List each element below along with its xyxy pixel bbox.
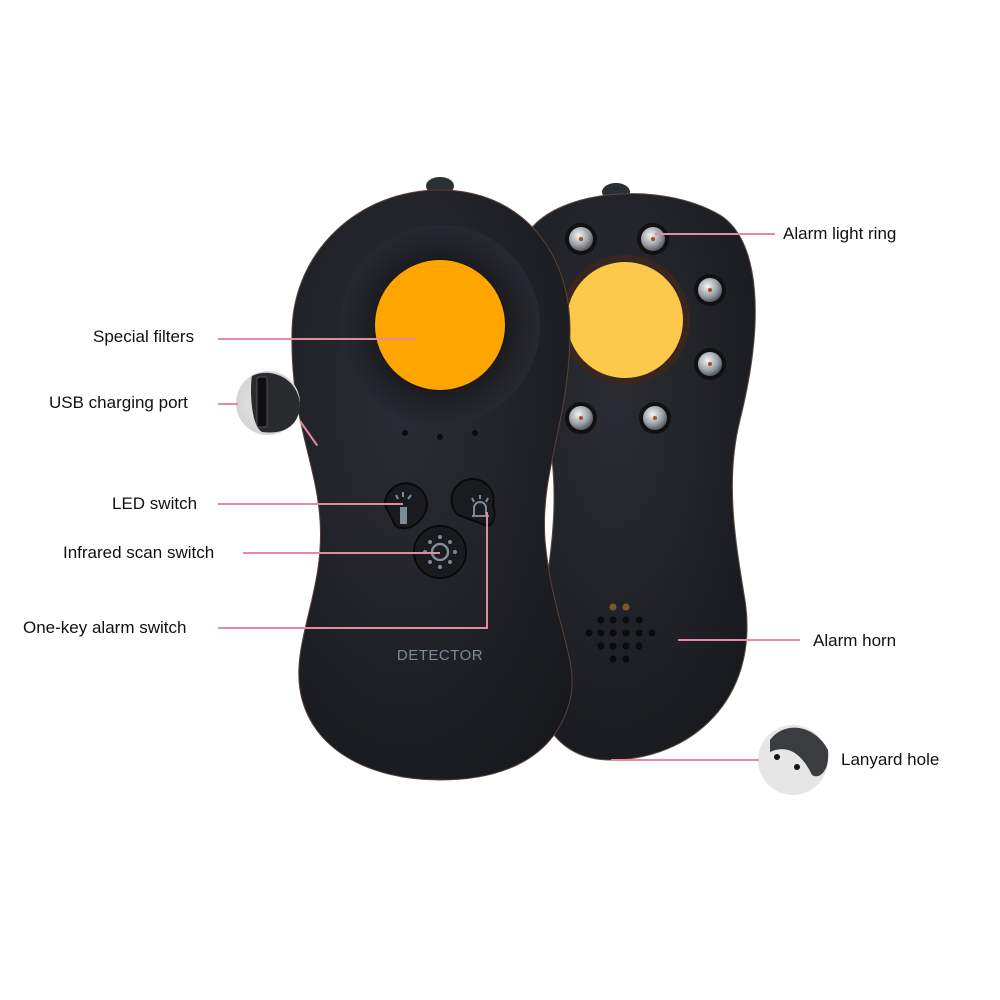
label-alarm-horn: Alarm horn <box>813 631 897 650</box>
device-front-view <box>291 177 573 781</box>
leader-usb-port <box>218 403 238 405</box>
leader-special-filters <box>218 338 416 340</box>
label-alarm-switch: One-key alarm switch <box>23 618 187 637</box>
alarm-light-ring <box>565 223 726 434</box>
one-key-alarm-button[interactable] <box>450 477 496 527</box>
device-print-text: DETECTOR <box>396 647 484 664</box>
label-ir-scan: Infrared scan switch <box>63 543 215 562</box>
flashlight-icon <box>395 492 412 524</box>
label-alarm-light-ring: Alarm light ring <box>783 224 897 243</box>
back-filter <box>567 262 683 378</box>
leader-lanyard <box>611 759 759 761</box>
leader-ir-scan <box>243 552 440 554</box>
leader-alarm-switch-h <box>218 627 488 629</box>
leader-alarm-light <box>655 233 775 235</box>
special-filter <box>373 258 507 392</box>
led-switch-button[interactable] <box>383 482 428 530</box>
leader-alarm-horn <box>678 639 800 641</box>
label-lanyard-hole: Lanyard hole <box>841 750 940 769</box>
leader-alarm-switch-v <box>486 512 488 629</box>
lanyard-hole-inset <box>758 725 829 795</box>
alarm-horn-grille <box>585 603 656 663</box>
usb-port-inset <box>236 371 300 435</box>
leader-led-switch <box>218 503 403 505</box>
label-special-filters: Special filters <box>93 327 195 346</box>
label-usb-port: USB charging port <box>49 393 188 412</box>
device-back-view <box>521 183 756 761</box>
label-led-switch: LED switch <box>112 494 198 513</box>
